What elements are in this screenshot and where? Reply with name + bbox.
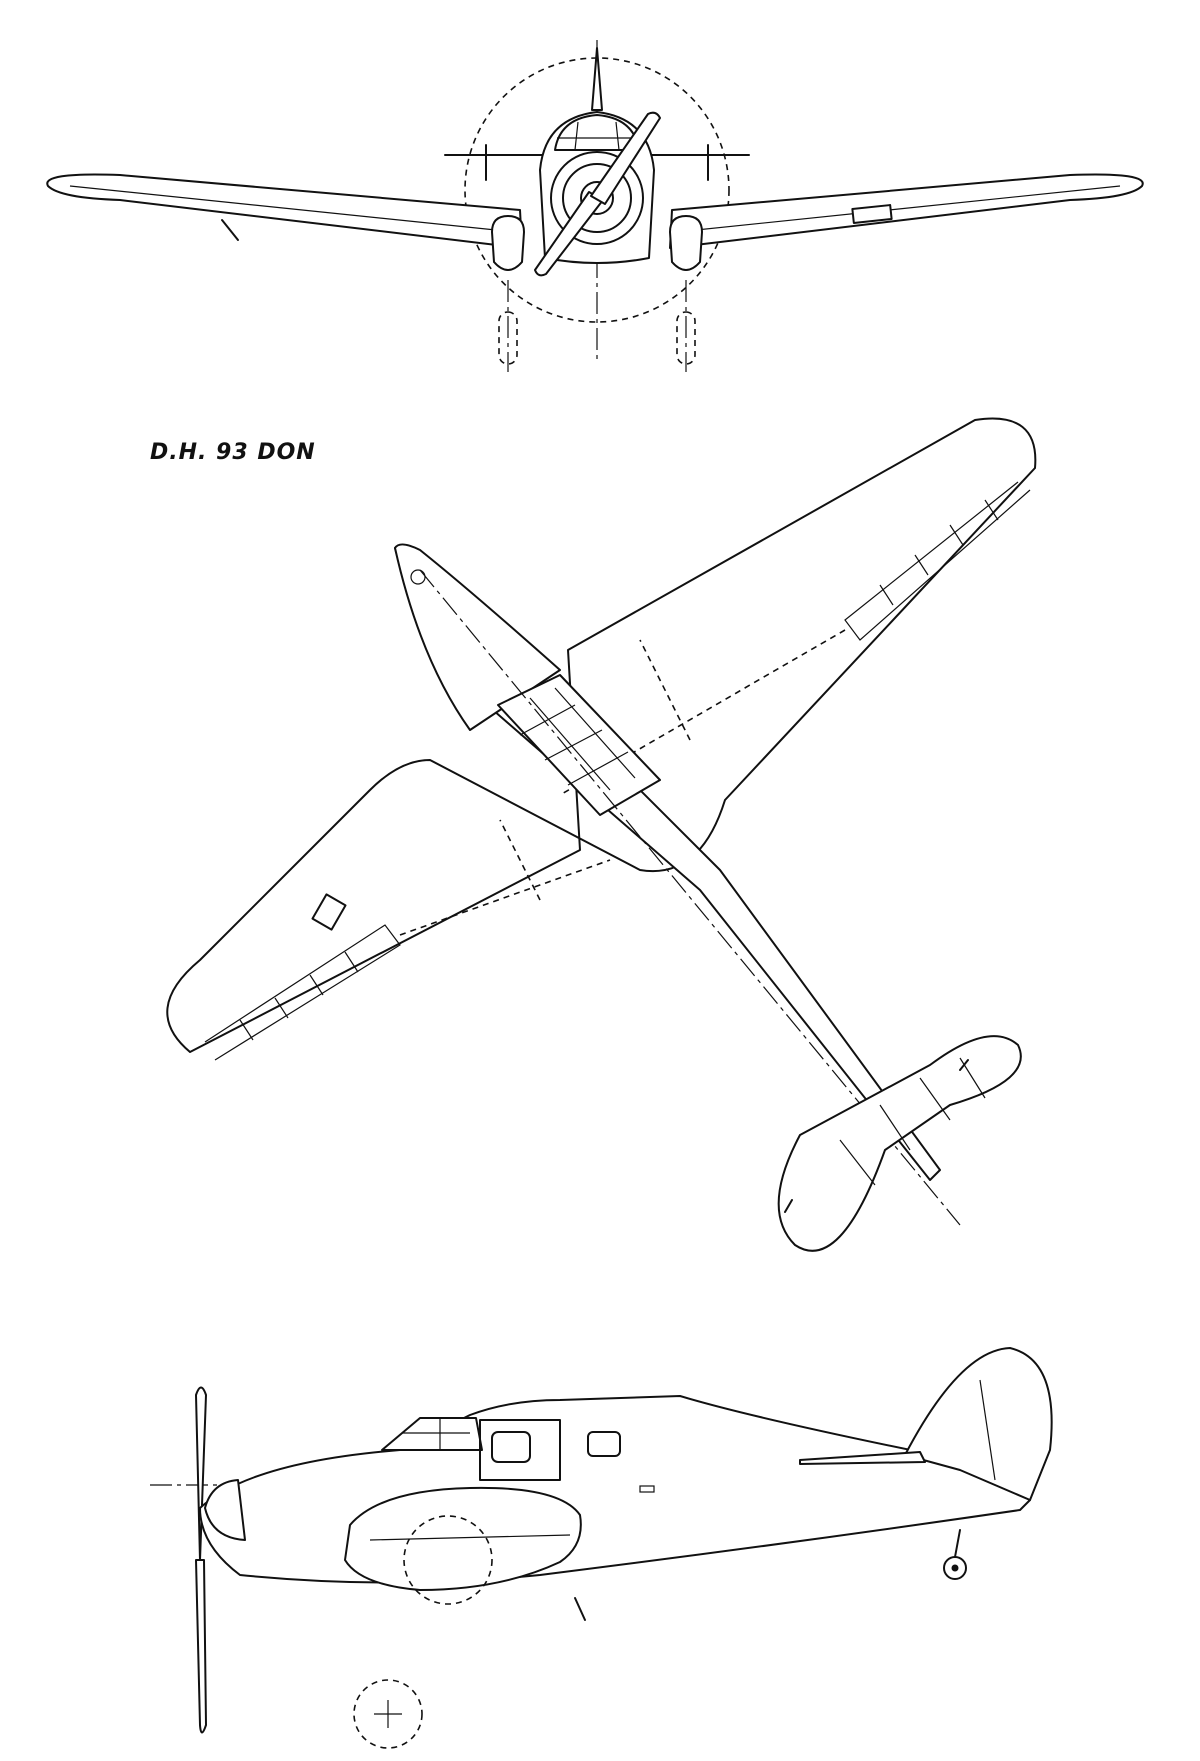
side-tail-wheel-leg: [954, 1529, 961, 1558]
side-spinner: [204, 1479, 246, 1541]
plan-centerline: [419, 569, 961, 1226]
plan-nose: [394, 543, 561, 731]
front-right-wing-line: [676, 185, 1121, 233]
plan-view: [166, 417, 1037, 1252]
side-canopy-frames: [402, 1418, 470, 1450]
plan-right-flap: [559, 629, 846, 796]
front-pitot: [221, 219, 239, 241]
side-door: [479, 1419, 561, 1481]
front-left-wheel: [498, 311, 518, 365]
front-right-wheel: [676, 311, 696, 365]
plan-tail-tips: [784, 1059, 969, 1213]
front-left-wing: [46, 173, 523, 249]
side-fin: [904, 1347, 1053, 1501]
side-view: [150, 1347, 1053, 1749]
front-tail-struts: [485, 144, 709, 181]
plan-tailplane: [777, 1035, 1022, 1252]
plan-elevator-ribs: [839, 1057, 986, 1186]
aircraft-designation-label: D.H. 93 DON: [150, 440, 316, 465]
side-fairing-line: [369, 1534, 571, 1541]
front-propeller-blade-upper: [590, 111, 661, 205]
side-tailplane: [799, 1451, 926, 1465]
side-canopy: [381, 1417, 483, 1451]
side-rear-window: [587, 1431, 621, 1457]
front-left-undercarriage-fairing: [491, 215, 525, 271]
plan-canopy-frames: [519, 687, 636, 791]
side-tail-wheel-hub: [951, 1564, 959, 1572]
plan-left-aileron-ribs: [239, 951, 359, 1041]
plan-left-aileron: [204, 924, 401, 1061]
side-propeller-upper: [195, 1386, 207, 1561]
front-fin: [591, 47, 603, 111]
plan-left-flap: [399, 819, 611, 936]
plan-right-aileron-ribs: [879, 499, 999, 606]
front-propeller-blade-lower: [534, 191, 604, 277]
front-right-undercarriage-fairing: [669, 215, 703, 271]
side-door-window: [491, 1431, 531, 1463]
side-antenna: [574, 1597, 586, 1621]
plan-right-aileron: [844, 481, 1031, 641]
front-canopy-frames: [557, 121, 637, 151]
side-step: [639, 1485, 655, 1493]
side-rudder-hinge: [979, 1379, 996, 1481]
side-main-wheel: [403, 1515, 493, 1605]
side-fuselage: [199, 1395, 1031, 1584]
plan-canopy: [497, 674, 661, 816]
front-left-wing-line: [69, 185, 516, 233]
side-retracted-wheel: [353, 1679, 423, 1749]
front-wing-panel: [851, 204, 893, 224]
side-propeller-lower: [195, 1559, 207, 1734]
front-right-wing: [669, 173, 1144, 249]
plan-wing-panel: [311, 893, 347, 931]
front-view: [46, 40, 1144, 372]
